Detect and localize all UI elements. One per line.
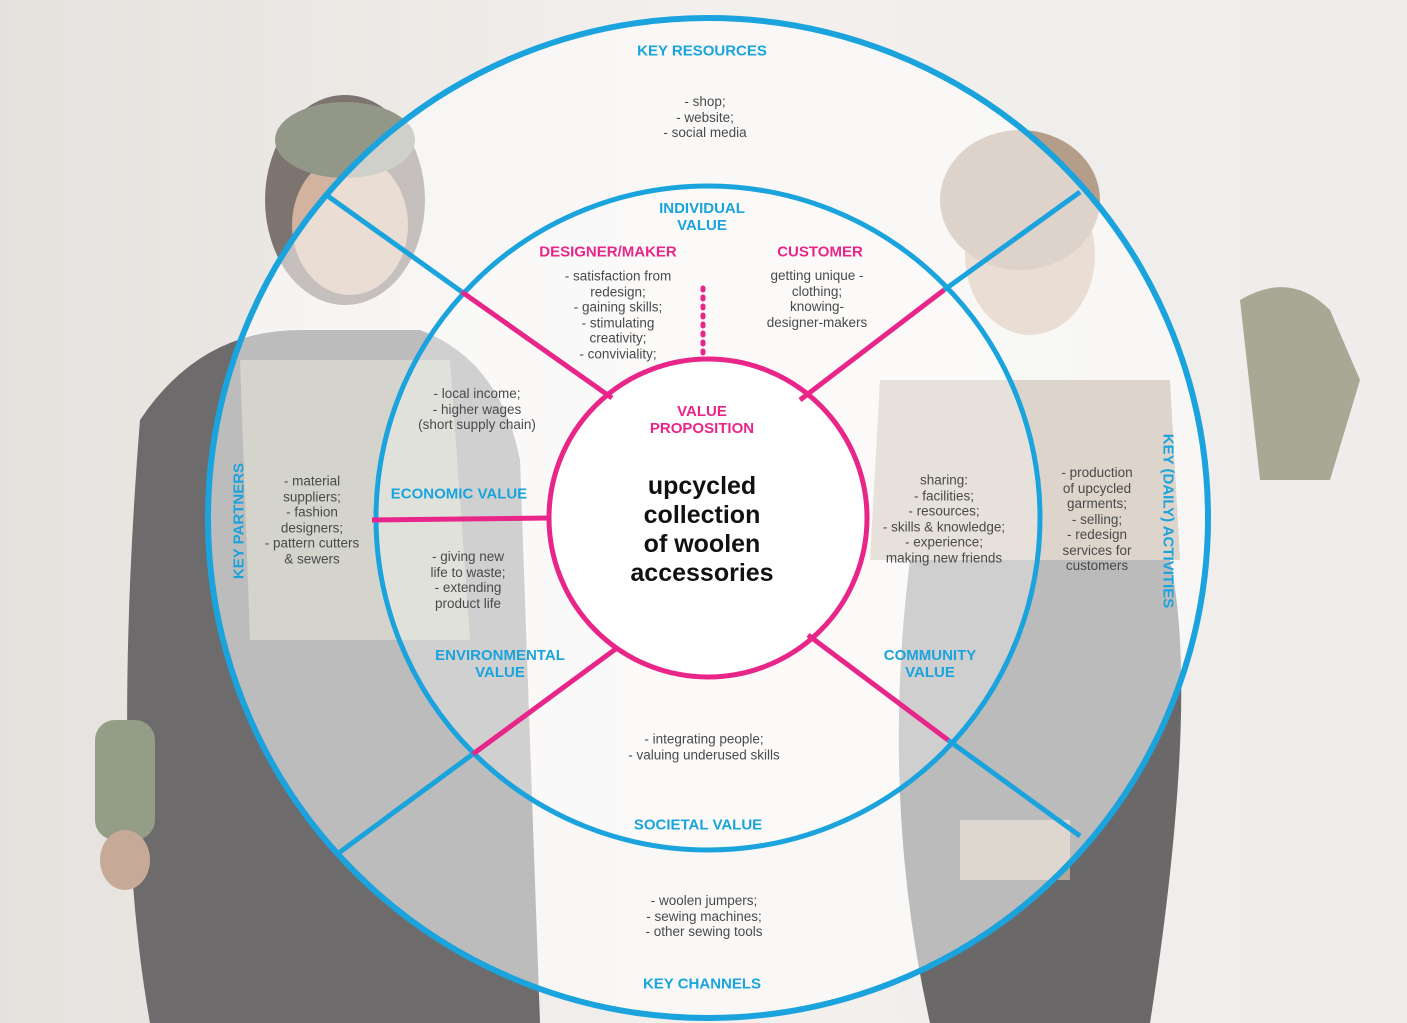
pink-divider-top-right bbox=[798, 288, 946, 402]
divider-bottom-left bbox=[338, 751, 475, 855]
value-proposition-text: upcycled collection of woolen accessorie… bbox=[630, 472, 774, 587]
community-value-title: COMMUNITY VALUE bbox=[883, 647, 977, 681]
customer-items: getting unique - clothing; knowing- desi… bbox=[766, 268, 868, 330]
environmental-value-title: ENVIRONMENTAL VALUE bbox=[435, 647, 565, 681]
key-partners-title: KEY PARTNERS bbox=[230, 462, 248, 580]
divider-top-right bbox=[942, 189, 1082, 293]
economic-value-items: - local income; - higher wages (short su… bbox=[418, 385, 536, 432]
key-activities-items: - production of upcycled garments; - sel… bbox=[1061, 464, 1133, 573]
key-channels-items: - woolen jumpers; - sewing machines; - o… bbox=[645, 892, 763, 939]
pink-divider-bottom-right bbox=[806, 633, 950, 742]
divider-top-left bbox=[323, 191, 464, 295]
pink-divider-left bbox=[371, 515, 550, 523]
key-resources-title: KEY RESOURCES bbox=[637, 42, 767, 60]
societal-value-items: - integrating people; - valuing underuse… bbox=[628, 731, 780, 763]
pink-divider-bottom-left bbox=[471, 645, 619, 757]
designer-maker-title: DESIGNER/MAKER bbox=[539, 243, 677, 261]
key-resources-items: - shop; - website; - social media bbox=[663, 93, 747, 140]
designer-maker-items: - satisfaction from redesign; - gaining … bbox=[564, 268, 672, 362]
key-partners-items: - material suppliers; - fashion designer… bbox=[264, 473, 360, 567]
environmental-value-items: - giving new life to waste; - extending … bbox=[430, 549, 506, 611]
customer-title: CUSTOMER bbox=[777, 243, 863, 261]
economic-value-title: ECONOMIC VALUE bbox=[390, 485, 528, 503]
community-value-items: sharing: - facilities; - resources; - sk… bbox=[882, 472, 1006, 566]
societal-value-title: SOCIETAL VALUE bbox=[633, 816, 763, 834]
individual-value-title: INDIVIDUAL VALUE bbox=[659, 200, 745, 234]
divider-bottom-right bbox=[946, 737, 1082, 839]
value-proposition-title: VALUE PROPOSITION bbox=[649, 403, 755, 437]
key-channels-title: KEY CHANNELS bbox=[642, 975, 762, 993]
pink-divider-top-left bbox=[460, 289, 614, 401]
key-activities-title: KEY (DAILY) ACTIVITIES bbox=[1159, 433, 1177, 609]
